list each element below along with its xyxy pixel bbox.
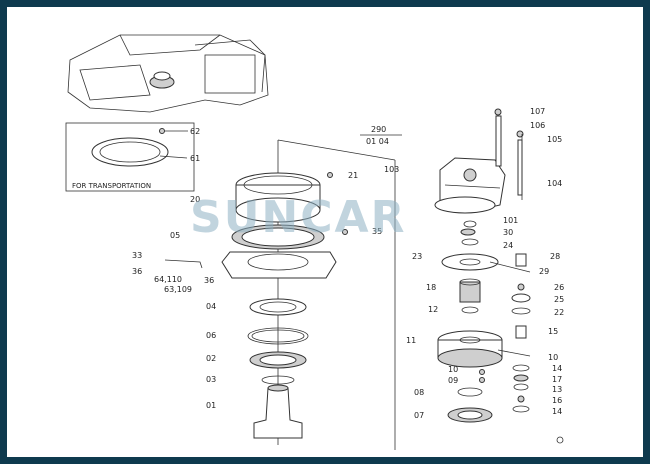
label-13: 13 bbox=[552, 385, 562, 394]
label-17a: 17 bbox=[552, 375, 562, 384]
group-number: 290 bbox=[371, 125, 386, 134]
transport-note: FOR TRANSPORTATION bbox=[72, 182, 151, 190]
label-16: 16 bbox=[552, 396, 562, 405]
transportation-inset bbox=[65, 122, 195, 192]
label-36b: 36 bbox=[204, 276, 214, 285]
label-107: 107 bbox=[530, 107, 545, 116]
label-04: 04 bbox=[206, 302, 216, 311]
label-14b: 14 bbox=[552, 407, 562, 416]
label-61: 61 bbox=[190, 154, 200, 163]
center-column-parts bbox=[164, 139, 396, 450]
label-05: 05 bbox=[170, 231, 180, 240]
label-23: 23 bbox=[412, 252, 422, 261]
label-22: 22 bbox=[554, 308, 564, 317]
label-14a: 14 bbox=[552, 364, 562, 373]
label-105: 105 bbox=[547, 135, 562, 144]
label-20: 20 bbox=[190, 195, 200, 204]
label-06: 06 bbox=[206, 331, 216, 340]
excavator-icon bbox=[67, 34, 269, 113]
label-07: 07 bbox=[414, 411, 424, 420]
label-12: 12 bbox=[428, 305, 438, 314]
label-103: 103 bbox=[384, 165, 399, 174]
label-35: 35 bbox=[372, 227, 382, 236]
label-03: 03 bbox=[206, 375, 216, 384]
label-15: 15 bbox=[548, 327, 558, 336]
label-28: 28 bbox=[550, 252, 560, 261]
label-106: 106 bbox=[530, 121, 545, 130]
group-sub: 01 04 bbox=[366, 137, 389, 146]
label-29: 29 bbox=[539, 267, 549, 276]
label-26: 26 bbox=[554, 283, 564, 292]
label-09: 09 bbox=[448, 376, 458, 385]
label-10a: 10 bbox=[548, 353, 558, 362]
label-25: 25 bbox=[554, 295, 564, 304]
label-64-110: 64,110 bbox=[154, 275, 182, 284]
label-30: 30 bbox=[503, 228, 513, 237]
label-36a: 36 bbox=[132, 267, 142, 276]
label-02: 02 bbox=[206, 354, 216, 363]
label-33: 33 bbox=[132, 251, 142, 260]
label-08: 08 bbox=[414, 388, 424, 397]
label-104: 104 bbox=[547, 179, 562, 188]
label-101: 101 bbox=[503, 216, 518, 225]
label-01: 01 bbox=[206, 401, 216, 410]
watermark: SUNCAR bbox=[190, 192, 406, 243]
label-11: 11 bbox=[406, 336, 416, 345]
label-63-109: 63,109 bbox=[164, 285, 192, 294]
label-24: 24 bbox=[503, 241, 513, 250]
label-10b: 10 bbox=[448, 365, 458, 374]
label-18: 18 bbox=[426, 283, 436, 292]
right-column-parts bbox=[434, 108, 564, 444]
label-21: 21 bbox=[348, 171, 358, 180]
label-62: 62 bbox=[190, 127, 200, 136]
